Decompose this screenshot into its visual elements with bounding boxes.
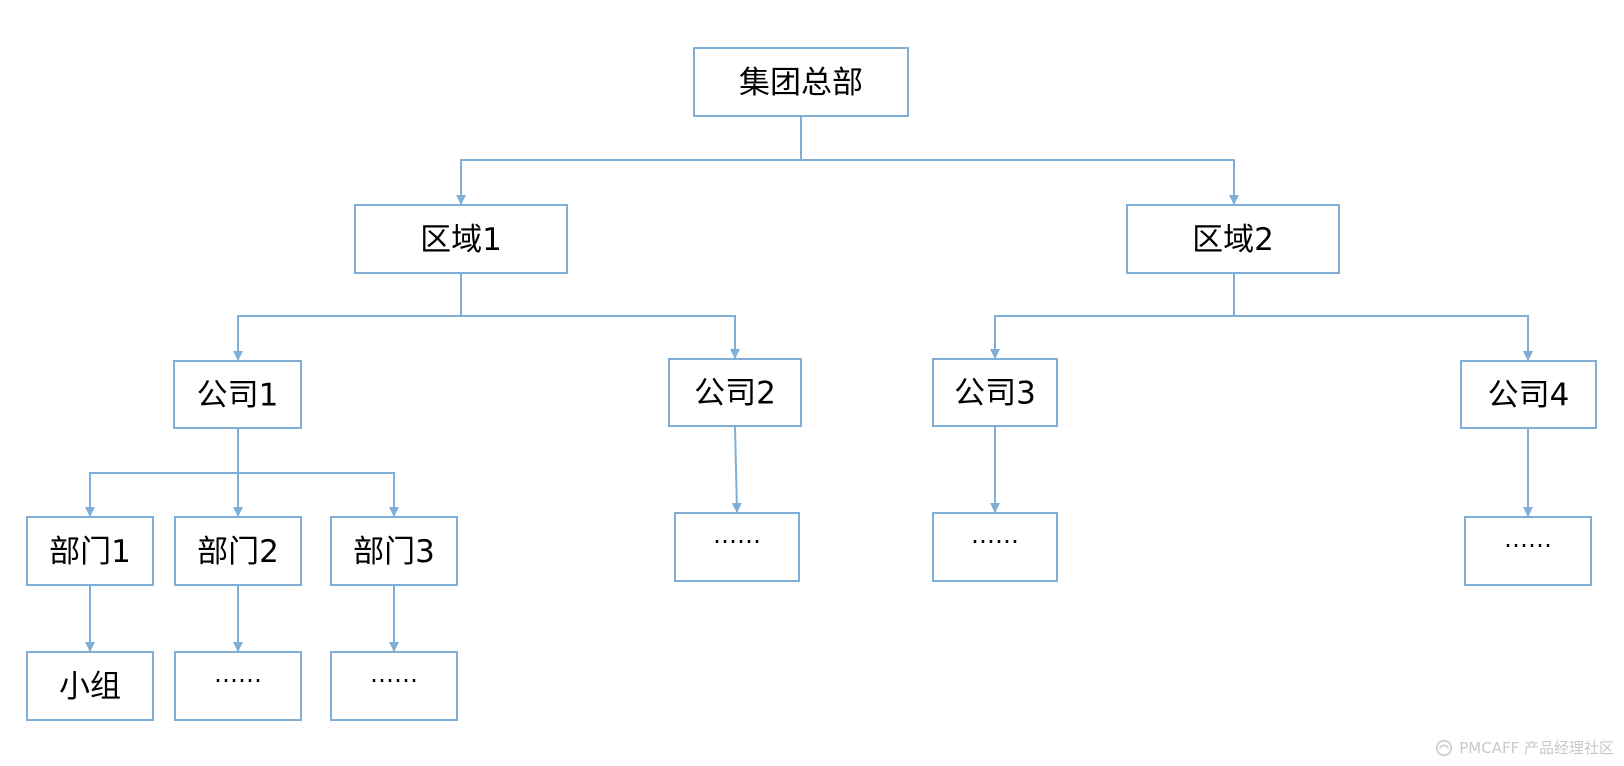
node-label: ……: [370, 660, 418, 688]
connector-arrow-region1-company2: [461, 315, 740, 359]
node-hq: 集团总部: [693, 47, 909, 117]
node-box: [1464, 516, 1592, 586]
node-box: [354, 204, 568, 274]
node-dept3: 部门3: [330, 516, 458, 586]
node-company4-more: ……: [1464, 516, 1592, 586]
node-box: [693, 47, 909, 117]
node-box: [26, 651, 154, 721]
connector-layer: [85, 116, 1533, 652]
node-box: [932, 512, 1058, 582]
node-company4: 公司4: [1460, 360, 1597, 429]
node-company2-more: ……: [674, 512, 800, 582]
node-team: 小组: [26, 651, 154, 721]
node-dept2-more: ……: [174, 651, 302, 721]
node-box: [1460, 360, 1597, 429]
node-label: 公司3: [954, 376, 1036, 412]
node-label: 区域2: [1192, 222, 1274, 258]
connector-arrow-company1-dept1: [85, 428, 239, 517]
node-box: [26, 516, 154, 586]
node-company2: 公司2: [668, 358, 802, 427]
node-label: 部门2: [197, 534, 279, 570]
node-dept3-more: ……: [330, 651, 458, 721]
connector-arrow-hq-region1: [456, 116, 802, 205]
node-company3-more: ……: [932, 512, 1058, 582]
connector-arrow-hq-region2: [801, 159, 1239, 205]
connector-arrow-company2-more: [731, 425, 742, 513]
node-label: 集团总部: [739, 65, 863, 101]
watermark: PMCAFF 产品经理社区: [1435, 737, 1614, 758]
connector-arrow-region2-company4: [1234, 315, 1533, 361]
node-label: ……: [214, 660, 262, 688]
node-label: ……: [1504, 525, 1552, 553]
node-label: ……: [713, 521, 761, 549]
node-label: 公司2: [694, 376, 776, 412]
connector-arrow-company1-dept3: [238, 472, 399, 517]
node-region2: 区域2: [1126, 204, 1340, 274]
node-label: 公司4: [1488, 378, 1570, 414]
node-label: 公司1: [197, 378, 279, 414]
node-label: 部门1: [49, 534, 131, 570]
connector-arrow-region1-company1: [233, 273, 462, 361]
node-dept1: 部门1: [26, 516, 154, 586]
node-label: ……: [971, 521, 1019, 549]
node-box: [330, 516, 458, 586]
node-box: [668, 358, 802, 427]
node-box: [330, 651, 458, 721]
watermark-text: PMCAFF 产品经理社区: [1459, 739, 1614, 757]
node-label: 部门3: [353, 534, 435, 570]
node-region1: 区域1: [354, 204, 568, 274]
connector-arrow-region2-company3: [990, 273, 1235, 359]
node-box: [674, 512, 800, 582]
node-company3: 公司3: [932, 358, 1058, 427]
node-box: [174, 651, 302, 721]
node-company1: 公司1: [173, 360, 302, 429]
node-label: 区域1: [420, 222, 502, 258]
node-dept2: 部门2: [174, 516, 302, 586]
pmcaff-logo-icon: [1436, 739, 1453, 756]
node-box: [173, 360, 302, 429]
node-box: [1126, 204, 1340, 274]
node-box: [174, 516, 302, 586]
node-box: [932, 358, 1058, 427]
node-label: 小组: [59, 669, 121, 705]
